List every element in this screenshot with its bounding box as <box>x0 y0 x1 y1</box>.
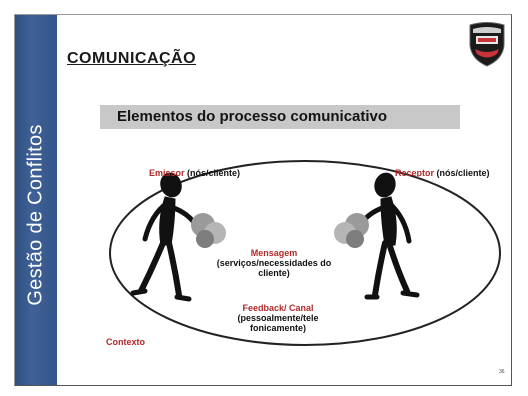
context-ellipse <box>109 160 501 346</box>
emitter-label: Emissor (nós/cliente) <box>149 168 241 178</box>
receiver-label: Receptor (nós/cliente) <box>395 168 490 178</box>
communication-diagram: Emissor (nós/cliente) Receptor (nós/clie… <box>105 141 507 363</box>
context-label: Contexto <box>106 337 145 347</box>
page-number: 36 <box>499 369 505 375</box>
shield-logo-icon <box>469 22 505 67</box>
slide-title: COMUNICAÇÃO <box>67 50 197 67</box>
emitter-object-icon <box>191 213 226 248</box>
receiver-object-icon <box>334 213 369 248</box>
sidebar: Gestão de Conflitos <box>15 15 57 385</box>
receiver-figure-icon <box>356 172 420 300</box>
subtitle-band <box>100 105 460 129</box>
message-label: Mensagem (serviços/necessidades do clien… <box>216 248 332 278</box>
slide: Gestão de Conflitos COMUNICAÇÃO Elemento… <box>14 14 512 386</box>
slide-subtitle: Elementos do processo comunicativo <box>117 108 388 125</box>
emitter-figure-icon <box>130 172 200 302</box>
sidebar-title: Gestão de Conflitos <box>24 124 47 306</box>
feedback-label: Feedback/ Canal (pessoalmente/tele fonic… <box>237 303 319 333</box>
